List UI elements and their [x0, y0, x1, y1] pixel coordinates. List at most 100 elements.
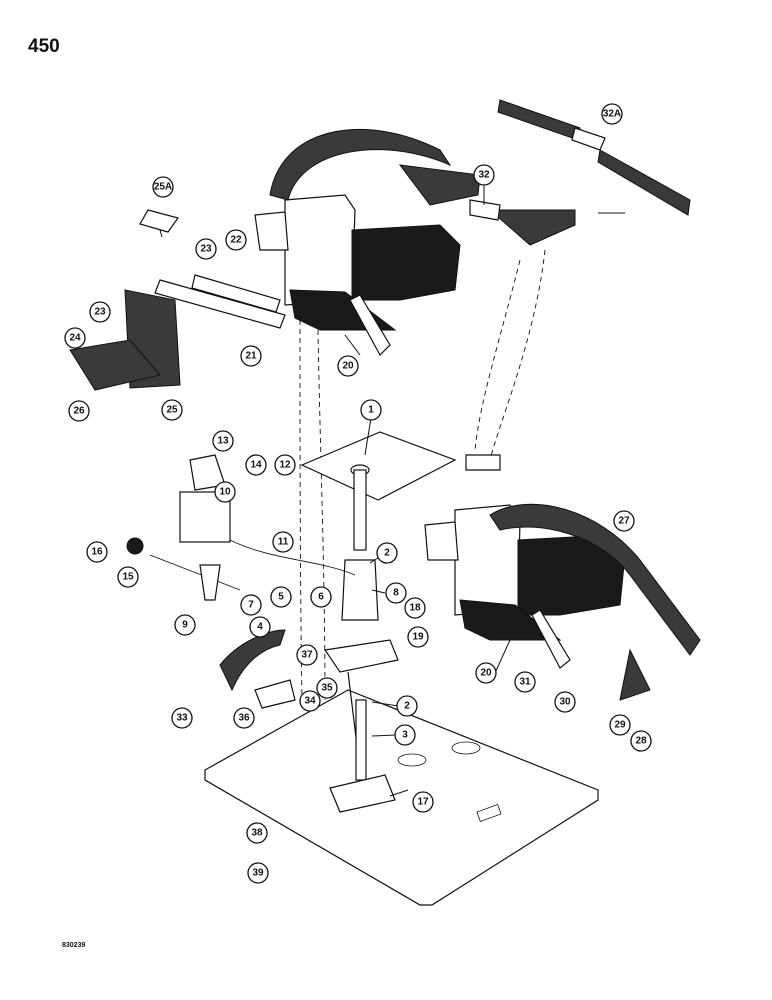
- callout-33: 33: [171, 707, 193, 729]
- callout-16: 16: [86, 541, 108, 563]
- callout-24: 24: [64, 327, 86, 349]
- callout-20b: 20: [475, 662, 497, 684]
- callout-5: 5: [270, 586, 292, 608]
- svg-text:23: 23: [94, 307, 106, 318]
- svg-text:18: 18: [409, 603, 421, 614]
- svg-text:31: 31: [519, 677, 531, 688]
- callout-36: 36: [233, 707, 255, 729]
- callout-27: 27: [613, 510, 635, 532]
- callout-4: 4: [249, 616, 271, 638]
- svg-text:27: 27: [618, 516, 630, 527]
- callout-17: 17: [412, 791, 434, 813]
- callout-20a: 20: [337, 355, 359, 377]
- callout-32: 32: [473, 164, 495, 186]
- figure-code: 830239: [62, 942, 86, 949]
- callout-25: 25: [161, 399, 183, 421]
- svg-text:5: 5: [278, 592, 284, 603]
- seat-upper: [254, 194, 461, 356]
- storage-box: [69, 209, 286, 391]
- svg-text:26: 26: [73, 406, 85, 417]
- callout-28: 28: [630, 730, 652, 752]
- svg-text:33: 33: [176, 713, 188, 724]
- callouts: 1 2 2 3 4 5 6 7 8 9 10 11 12 13 14 15 16…: [64, 103, 652, 884]
- callout-12: 12: [274, 454, 296, 476]
- svg-text:32A: 32A: [603, 109, 621, 120]
- seat-belt-32a: [497, 99, 691, 216]
- svg-text:23: 23: [200, 244, 212, 255]
- svg-text:7: 7: [248, 600, 254, 611]
- callout-7: 7: [240, 594, 262, 616]
- callout-31: 31: [514, 671, 536, 693]
- seat-lower: [424, 503, 701, 701]
- svg-text:12: 12: [279, 460, 291, 471]
- svg-text:36: 36: [238, 713, 250, 724]
- svg-text:11: 11: [278, 537, 289, 548]
- seat-belt-upper: [269, 129, 576, 471]
- page-number: 450: [28, 36, 60, 57]
- callout-1: 1: [360, 399, 382, 421]
- svg-text:14: 14: [250, 460, 262, 471]
- svg-text:34: 34: [304, 696, 316, 707]
- callout-30: 30: [554, 691, 576, 713]
- svg-text:35: 35: [321, 683, 333, 694]
- callout-23b: 23: [89, 301, 111, 323]
- callout-37: 37: [296, 644, 318, 666]
- callout-13: 13: [212, 430, 234, 452]
- floor-plate: [204, 689, 599, 906]
- svg-text:2: 2: [384, 548, 390, 559]
- svg-text:21: 21: [245, 351, 257, 362]
- svg-text:39: 39: [252, 868, 264, 879]
- callout-6: 6: [310, 586, 332, 608]
- bracket-36: [219, 629, 296, 709]
- svg-text:2: 2: [404, 701, 410, 712]
- svg-text:17: 17: [417, 797, 429, 808]
- svg-text:3: 3: [402, 730, 408, 741]
- callout-29: 29: [609, 714, 631, 736]
- svg-text:24: 24: [69, 333, 81, 344]
- svg-text:9: 9: [182, 620, 188, 631]
- svg-text:19: 19: [412, 632, 424, 643]
- leader-lines: [159, 185, 625, 797]
- svg-text:20: 20: [342, 361, 354, 372]
- callout-32a: 32A: [601, 103, 623, 125]
- callout-34: 34: [299, 690, 321, 712]
- svg-text:10: 10: [219, 487, 231, 498]
- callout-19: 19: [407, 626, 429, 648]
- callout-39: 39: [247, 862, 269, 884]
- callout-3: 3: [394, 724, 416, 746]
- svg-text:38: 38: [251, 828, 263, 839]
- svg-text:25A: 25A: [154, 182, 172, 193]
- callout-14: 14: [245, 454, 267, 476]
- svg-text:16: 16: [91, 547, 103, 558]
- svg-text:28: 28: [635, 736, 647, 747]
- svg-text:20: 20: [480, 668, 492, 679]
- svg-text:4: 4: [257, 622, 263, 633]
- lever-assembly: [126, 454, 356, 601]
- svg-text:22: 22: [230, 235, 242, 246]
- svg-text:6: 6: [318, 592, 324, 603]
- callout-2a: 2: [376, 542, 398, 564]
- svg-text:29: 29: [614, 720, 626, 731]
- svg-text:1: 1: [368, 405, 374, 416]
- callout-15: 15: [117, 566, 139, 588]
- callout-9: 9: [174, 614, 196, 636]
- svg-text:25: 25: [166, 405, 178, 416]
- callout-8: 8: [385, 582, 407, 604]
- svg-text:30: 30: [559, 697, 571, 708]
- svg-text:13: 13: [217, 436, 229, 447]
- callout-35: 35: [316, 677, 338, 699]
- callout-10: 10: [214, 481, 236, 503]
- callout-21: 21: [240, 345, 262, 367]
- callout-38: 38: [246, 822, 268, 844]
- svg-text:15: 15: [122, 572, 134, 583]
- callout-18: 18: [404, 597, 426, 619]
- callout-22: 22: [225, 229, 247, 251]
- callout-26: 26: [68, 400, 90, 422]
- callout-23a: 23: [195, 238, 217, 260]
- svg-text:37: 37: [301, 650, 313, 661]
- callout-2b: 2: [396, 695, 418, 717]
- callout-25a: 25A: [152, 176, 174, 198]
- mounting-plate: [300, 431, 457, 813]
- callout-11: 11: [272, 531, 294, 553]
